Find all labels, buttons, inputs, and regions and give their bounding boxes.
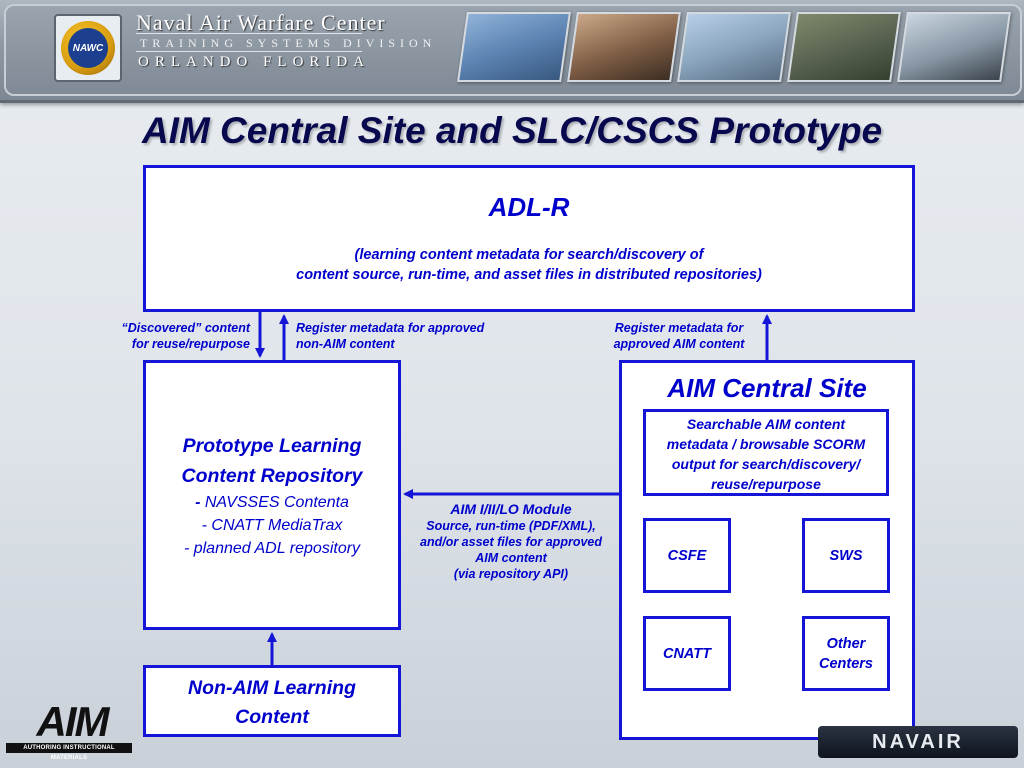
searchable-line: reuse/repurpose (711, 476, 821, 492)
module-line: (via repository API) (453, 567, 569, 581)
searchable-line: Searchable AIM content (686, 416, 846, 432)
other-centers-label: Other Centers (819, 634, 873, 674)
label-line: “Discovered” content (121, 321, 250, 335)
adl-r-description: (learning content metadata for search/di… (146, 245, 912, 285)
adl-r-box: ADL-R (learning content metadata for sea… (143, 165, 915, 312)
non-aim-line: Content (235, 706, 309, 728)
adl-r-desc-line: content source, run-time, and asset file… (296, 267, 762, 283)
label-line: Register metadata for (614, 321, 744, 335)
sws-box: SWS (802, 518, 890, 593)
module-line: AIM content (475, 551, 547, 565)
slide-title: AIM Central Site and SLC/CSCS Prototype (141, 110, 883, 151)
aim-module-label: AIM I/II/LO Module Source, run-time (PDF… (408, 500, 614, 582)
discovered-content-label: “Discovered” content for reuse/repurpose (104, 320, 250, 352)
csfe-box: CSFE (643, 518, 731, 593)
label-line: non-AIM content (296, 337, 395, 351)
header-rule (136, 51, 362, 52)
repository-title-line: Prototype Learning (182, 435, 362, 457)
nawc-logo-text: NAWC (68, 28, 108, 68)
non-aim-line: Non-AIM Learning (188, 677, 356, 699)
csfe-label: CSFE (667, 547, 707, 564)
repository-item: - planned ADL repository (183, 540, 361, 557)
header-banner: NAWC Naval Air Warfare Center TRAINING S… (0, 0, 1024, 103)
org-subtitle: TRAINING SYSTEMS DIVISION (140, 36, 437, 50)
module-line: and/or asset files for approved (420, 535, 602, 549)
label-line: Register metadata for approved (296, 321, 485, 335)
other-centers-line: Centers (819, 655, 873, 672)
aim-logo-text: AIM (36, 698, 110, 745)
repository-title: Prototype Learning Content Repository (146, 431, 398, 491)
cnatt-box: CNATT (643, 616, 731, 691)
navair-logo: NAVAIR (818, 726, 1018, 758)
other-centers-box: Other Centers (802, 616, 890, 691)
org-location: ORLANDO FLORIDA (138, 54, 371, 70)
register-aim-label: Register metadata for approved AIM conte… (598, 320, 760, 352)
aim-logo: AIM AUTHORING INSTRUCTIONAL MATERIALS (6, 698, 132, 761)
repository-item: - NAVSSES Contenta (195, 494, 349, 511)
repository-item: - CNATT MediaTrax (201, 517, 343, 534)
repository-item-text: NAVSSES Contenta (204, 494, 349, 511)
label-line: for reuse/repurpose (131, 337, 250, 351)
aim-logo-subtitle: AUTHORING INSTRUCTIONAL MATERIALS (6, 743, 132, 761)
repository-list: - NAVSSES Contenta - CNATT MediaTrax - p… (146, 491, 398, 560)
repository-title-line: Content Repository (181, 465, 363, 487)
module-line: Source, run-time (PDF/XML), (426, 519, 596, 533)
cnatt-label: CNATT (662, 645, 712, 662)
content-repository-box: Prototype Learning Content Repository - … (143, 360, 401, 630)
register-non-aim-label: Register metadata for approved non-AIM c… (296, 320, 516, 352)
searchable-line: metadata / browsable SCORM (666, 436, 866, 452)
sws-label: SWS (829, 547, 863, 564)
adl-r-desc-line: (learning content metadata for search/di… (354, 247, 704, 263)
non-aim-content-box: Non-AIM Learning Content (143, 665, 401, 737)
adl-r-title: ADL-R (488, 192, 570, 222)
other-centers-line: Other (826, 635, 866, 652)
nawc-logo: NAWC (54, 14, 122, 82)
label-line: approved AIM content (613, 337, 745, 351)
nawc-logo-ring: NAWC (61, 21, 115, 75)
org-title: Naval Air Warfare Center (136, 10, 386, 35)
searchable-content-box: Searchable AIM content metadata / browsa… (643, 409, 889, 496)
module-title: AIM I/II/LO Module (450, 501, 572, 517)
searchable-line: output for search/discovery/ (671, 456, 861, 472)
header-rule (136, 33, 362, 34)
aim-central-title: AIM Central Site (667, 373, 867, 403)
